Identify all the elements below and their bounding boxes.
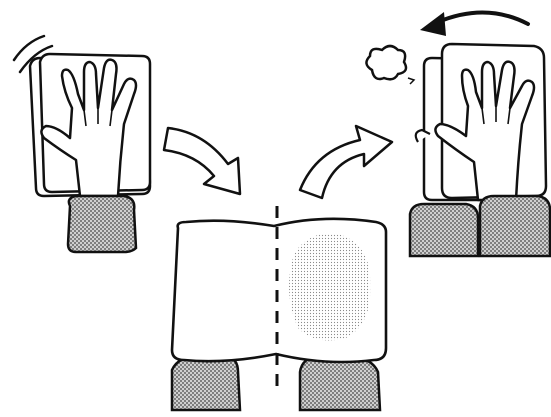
left-cuff-2 <box>408 202 480 258</box>
step-1-wipe <box>12 34 152 254</box>
arrow-up-right-icon <box>298 124 394 200</box>
step-2-folded-cloth <box>170 206 388 412</box>
left-cuff <box>170 354 242 412</box>
sleeve-cuff <box>66 194 138 254</box>
arrow-down-right-icon <box>162 126 242 196</box>
puff-cloud-icon <box>365 44 416 85</box>
right-cuff <box>298 354 382 412</box>
rotate-arrow-icon <box>420 10 530 36</box>
step-3-refold <box>365 10 551 258</box>
motion-lines-icon <box>12 34 54 74</box>
right-cuff-2 <box>478 194 551 258</box>
stain-area <box>289 233 371 341</box>
hand-icon <box>40 58 138 198</box>
hand-icon-2 <box>434 60 536 202</box>
